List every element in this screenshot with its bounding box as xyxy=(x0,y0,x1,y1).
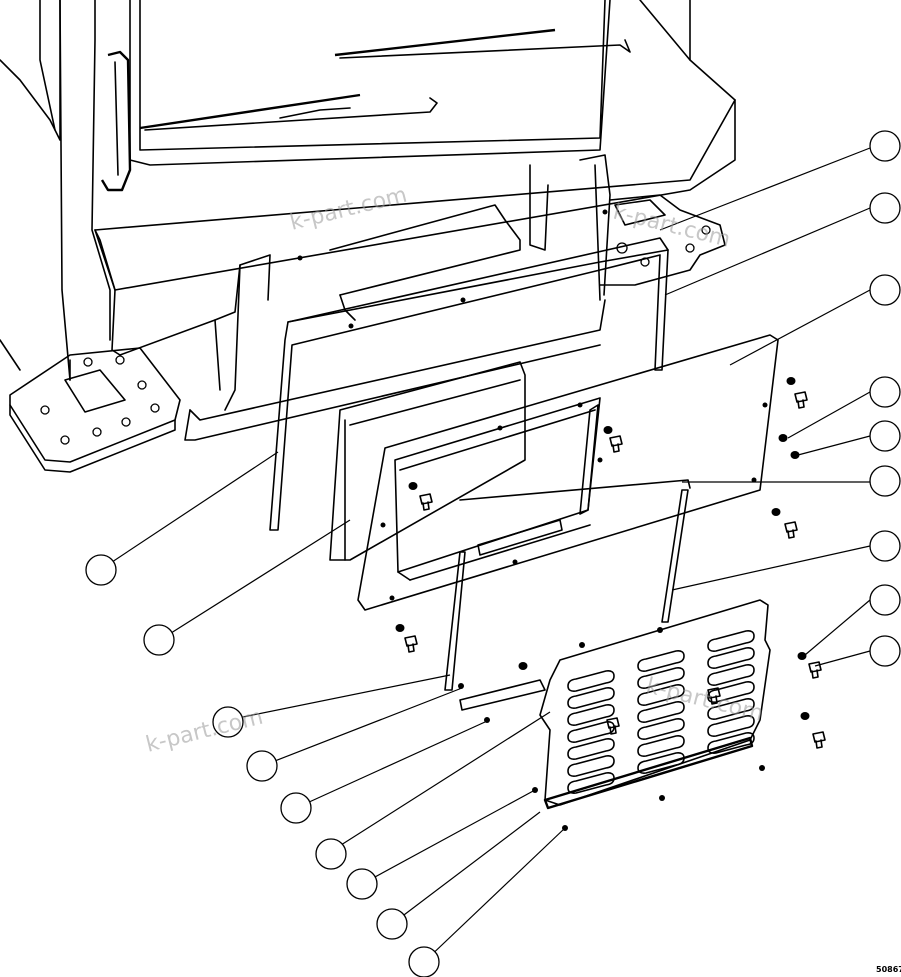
grille-louver-slot xyxy=(707,664,755,686)
watermark-text: k-part.com xyxy=(143,705,265,758)
screw-shank xyxy=(797,399,805,409)
washer-dot xyxy=(579,642,585,648)
grille-louver-slot xyxy=(707,647,755,669)
hex-nut xyxy=(395,624,405,632)
callout-bubble xyxy=(280,792,312,824)
grille-louver-slot xyxy=(567,704,615,726)
screw-shank xyxy=(612,443,620,453)
washer-dot xyxy=(659,795,665,801)
grille-louvers xyxy=(567,630,755,794)
grille-louver-slot xyxy=(567,687,615,709)
machine-cab-body xyxy=(0,0,736,473)
grille-louver-slot xyxy=(637,735,685,757)
grille-louver-slot xyxy=(637,667,685,689)
callout-bubble xyxy=(315,838,347,870)
washer-dot xyxy=(759,765,765,771)
grille-louver-slot xyxy=(567,755,615,777)
screw-head xyxy=(784,521,798,533)
grille-louver-slot xyxy=(637,718,685,740)
callout-bubble xyxy=(246,750,278,782)
screw-shank xyxy=(811,669,819,679)
hex-nut xyxy=(790,451,800,459)
callout-bubble xyxy=(85,554,117,586)
callout-bubble xyxy=(408,946,440,977)
grille-louver-slot xyxy=(637,684,685,706)
lower-seal-strip xyxy=(444,479,691,711)
hex-nut xyxy=(408,482,418,490)
grille-louver-slot xyxy=(567,670,615,692)
callout-bubble xyxy=(869,192,901,224)
screw-head xyxy=(794,391,808,403)
hex-nut xyxy=(786,377,796,385)
callout-set xyxy=(85,130,901,977)
screw-head xyxy=(812,731,826,743)
callout-bubble xyxy=(869,465,901,497)
upper-seal-strip xyxy=(269,237,669,531)
hex-nut xyxy=(518,662,528,670)
grille-louver-slot xyxy=(567,738,615,760)
hex-nut xyxy=(771,508,781,516)
callout-bubble xyxy=(869,420,901,452)
grille-louver-slot xyxy=(707,630,755,652)
callout-bubble xyxy=(869,130,901,162)
hex-nut xyxy=(778,434,788,442)
callout-bubble xyxy=(869,635,901,667)
screw-head xyxy=(609,435,623,447)
grille-louver-slot xyxy=(637,701,685,723)
screw-shank xyxy=(787,529,795,539)
watermark-text: k-part.com xyxy=(287,183,409,236)
callout-bubble xyxy=(869,530,901,562)
grille-louver-slot xyxy=(707,715,755,737)
hex-nut xyxy=(800,712,810,720)
screw-shank xyxy=(407,643,415,653)
screw-head xyxy=(404,635,418,647)
callout-bubble xyxy=(869,376,901,408)
callout-bubble xyxy=(346,868,378,900)
callout-bubble xyxy=(212,706,244,738)
screw-head xyxy=(606,717,620,729)
grille-louver-slot xyxy=(567,772,615,794)
heater-core-box xyxy=(329,361,526,561)
grille-louver-slot xyxy=(637,752,685,774)
leader-lines xyxy=(102,147,871,963)
grille-louver-slot xyxy=(707,732,755,754)
callout-bubble xyxy=(143,624,175,656)
washer-dot xyxy=(657,627,663,633)
washer-dot xyxy=(484,717,490,723)
washer-dot xyxy=(458,683,464,689)
screw-shank xyxy=(710,695,718,705)
screw-head xyxy=(808,661,822,673)
hex-nut xyxy=(603,426,613,434)
callout-bubble xyxy=(869,584,901,616)
screw-head xyxy=(419,493,433,505)
main-panel-plate xyxy=(297,209,779,611)
hex-nut xyxy=(797,652,807,660)
grille-louver-slot xyxy=(637,650,685,672)
screw-shank xyxy=(422,501,430,511)
screw-head xyxy=(707,687,721,699)
grille-louver-slot xyxy=(707,698,755,720)
callout-bubble xyxy=(376,908,408,940)
louvered-grille xyxy=(539,599,771,810)
screw-shank xyxy=(609,725,617,735)
screw-shank xyxy=(815,739,823,749)
drawing-number: 50867 xyxy=(876,965,901,974)
callout-bubble xyxy=(869,274,901,306)
